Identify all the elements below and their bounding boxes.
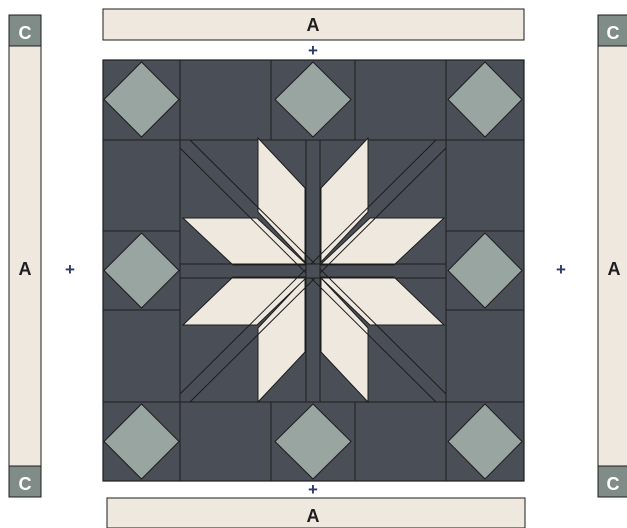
strip-a-bottom-label: A: [307, 506, 320, 526]
corner-c-right-bottom-label: C: [607, 474, 620, 494]
plus-top: +: [308, 41, 318, 60]
plus-right: +: [556, 260, 566, 279]
strip-a-left-label: A: [19, 259, 32, 279]
corner-c-left-top-label: C: [19, 23, 32, 43]
strip-a-right-label: A: [608, 259, 621, 279]
plus-bottom: +: [308, 480, 318, 499]
strip-a-left: [9, 46, 41, 466]
strip-a-top-label: A: [307, 15, 320, 35]
quilt-block: [103, 60, 524, 481]
corner-c-left-bottom-label: C: [19, 474, 32, 494]
corner-c-right-top-label: C: [607, 23, 620, 43]
strip-a-right: [598, 46, 627, 466]
star-center: [306, 264, 320, 278]
plus-left: +: [65, 260, 75, 279]
